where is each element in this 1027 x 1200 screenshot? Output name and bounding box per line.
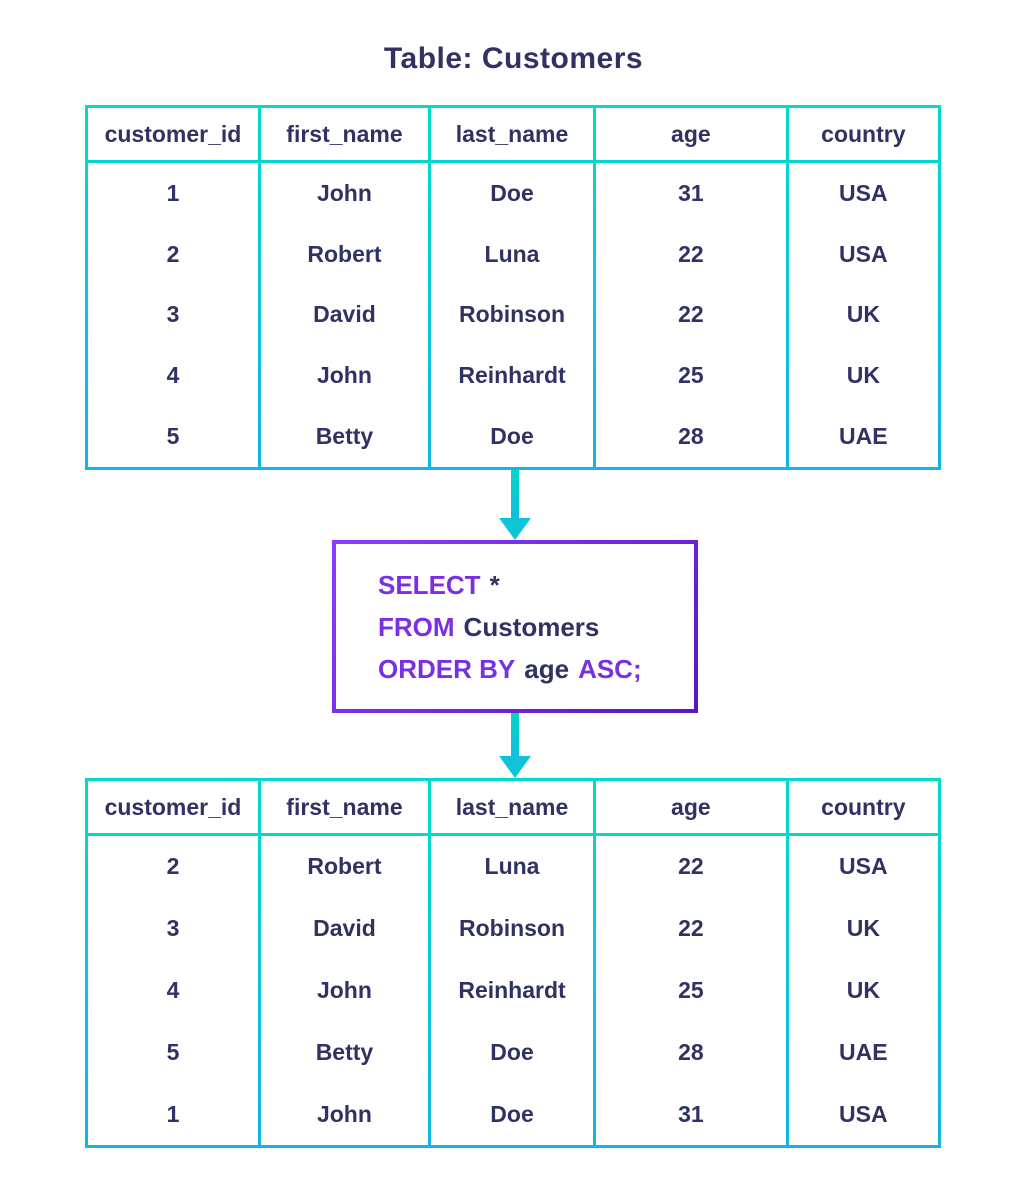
down-arrow-icon	[499, 470, 531, 540]
column-header: age	[596, 781, 786, 833]
sql-query-box: SELECT * FROM Customers ORDER BY age ASC;	[332, 540, 698, 713]
table-cell: 22	[678, 915, 704, 942]
source-table: customer_id first_name last_name age cou…	[85, 105, 941, 470]
down-arrow-icon	[499, 713, 531, 778]
table-cell: 5	[166, 423, 180, 450]
table-cell: David	[313, 915, 376, 942]
table-cell: 28	[678, 423, 704, 450]
table-cell: UK	[846, 915, 880, 942]
table-cell: UAE	[839, 423, 888, 450]
table-cell: John	[316, 1100, 372, 1127]
table-cell: Robert	[307, 240, 382, 267]
sql-text: age	[524, 654, 570, 684]
sql-keyword: FROM	[378, 612, 455, 642]
arrow-shaft	[511, 470, 519, 518]
table-cell: 1	[166, 1100, 180, 1127]
table-cell: Betty	[315, 423, 374, 450]
table-column-country: USA UK UK UAE USA	[788, 836, 938, 1145]
sql-keyword: SELECT	[378, 570, 481, 600]
table-cell: Robert	[307, 853, 382, 880]
sql-keyword: ASC;	[578, 654, 642, 684]
sql-text: Customers	[463, 612, 600, 642]
arrow-head	[499, 756, 531, 778]
table-cell: UK	[846, 362, 880, 389]
table-cell: 5	[166, 1038, 180, 1065]
table-cell: 2	[166, 853, 180, 880]
table-cell: Luna	[484, 853, 540, 880]
table-cell: Betty	[315, 1038, 374, 1065]
sql-line-from: FROM Customers	[378, 606, 694, 648]
table-cell: 31	[678, 1100, 704, 1127]
table-cell: 31	[678, 179, 704, 206]
table-cell: 3	[166, 301, 180, 328]
table-cell: 4	[166, 362, 180, 389]
table-cell: USA	[839, 853, 888, 880]
table-cell: UAE	[839, 1038, 888, 1065]
table-cell: Robinson	[458, 915, 566, 942]
table-cell: 22	[678, 853, 704, 880]
table-cell: John	[316, 976, 372, 1003]
table-cell: 1	[166, 179, 180, 206]
result-table: customer_id first_name last_name age cou…	[85, 778, 941, 1148]
table-cell: Doe	[490, 1038, 534, 1065]
table-cell: 4	[166, 976, 180, 1003]
table-cell: Doe	[490, 423, 534, 450]
column-header: last_name	[430, 781, 594, 833]
table-cell: 25	[678, 976, 704, 1003]
table-cell: 25	[678, 362, 704, 389]
table-cell: USA	[839, 179, 888, 206]
table-cell: UK	[846, 301, 880, 328]
column-header: country	[788, 108, 938, 160]
table-cell: Reinhardt	[458, 362, 566, 389]
table-cell: Reinhardt	[458, 976, 566, 1003]
table-column-first-name: John Robert David John Betty	[260, 163, 428, 467]
table-column-first-name: Robert David John Betty John	[260, 836, 428, 1145]
diagram-title: Table: Customers	[383, 42, 644, 75]
table-column-last-name: Doe Luna Robinson Reinhardt Doe	[430, 163, 594, 467]
table-column-age: 22 22 25 28 31	[596, 836, 786, 1145]
column-header: country	[788, 781, 938, 833]
table-column-last-name: Luna Robinson Reinhardt Doe Doe	[430, 836, 594, 1145]
sql-line-order-by: ORDER BY age ASC;	[378, 648, 694, 690]
column-header: customer_id	[88, 108, 258, 160]
column-header: first_name	[260, 108, 428, 160]
table-cell: 22	[678, 240, 704, 267]
sql-line-select: SELECT *	[378, 564, 694, 606]
table-cell: USA	[839, 1100, 888, 1127]
table-column-country: USA USA UK UK UAE	[788, 163, 938, 467]
table-cell: 2	[166, 240, 180, 267]
table-cell: UK	[846, 976, 880, 1003]
column-header: first_name	[260, 781, 428, 833]
table-cell: 22	[678, 301, 704, 328]
table-column-age: 31 22 22 25 28	[596, 163, 786, 467]
table-cell: USA	[839, 240, 888, 267]
arrow-head	[499, 518, 531, 540]
table-column-customer-id: 1 2 3 4 5	[88, 163, 258, 467]
table-cell: John	[316, 362, 372, 389]
table-cell: 28	[678, 1038, 704, 1065]
table-cell: 3	[166, 915, 180, 942]
sql-keyword: ORDER BY	[378, 654, 516, 684]
table-cell: David	[313, 301, 376, 328]
table-cell: Doe	[490, 179, 534, 206]
column-header: customer_id	[88, 781, 258, 833]
column-header: last_name	[430, 108, 594, 160]
table-column-customer-id: 2 3 4 5 1	[88, 836, 258, 1145]
column-header: age	[596, 108, 786, 160]
table-cell: John	[316, 179, 372, 206]
table-cell: Robinson	[458, 301, 566, 328]
sql-text: *	[489, 570, 500, 600]
table-cell: Luna	[484, 240, 540, 267]
arrow-shaft	[511, 713, 519, 756]
table-cell: Doe	[490, 1100, 534, 1127]
